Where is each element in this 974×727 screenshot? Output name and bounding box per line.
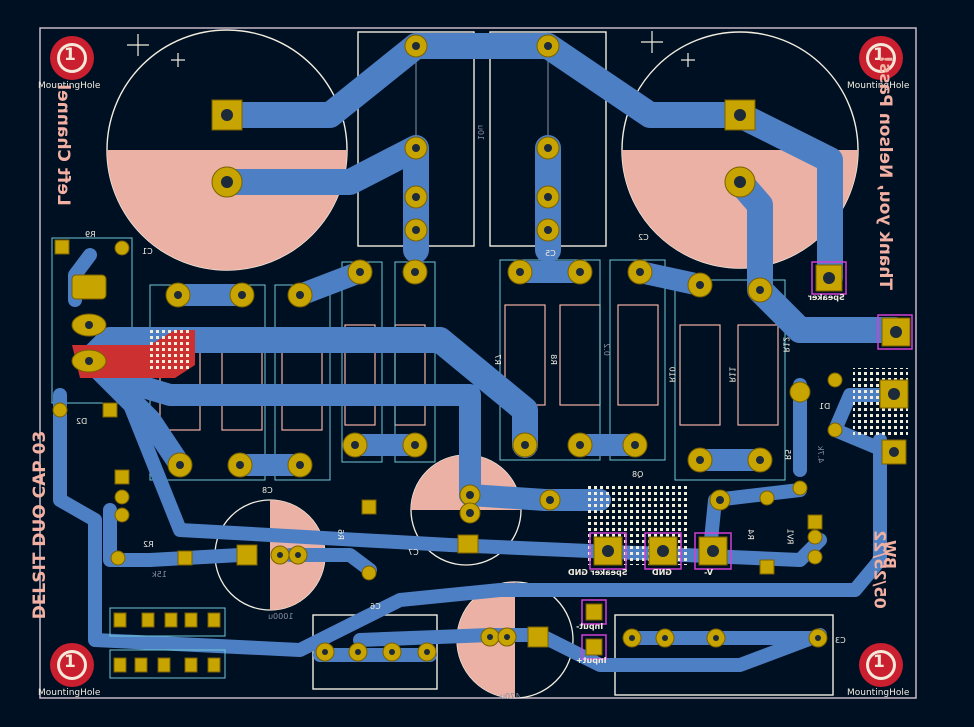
capacitor-c1-footprint[interactable] <box>614 614 834 696</box>
connector-bottom-outputs[interactable] <box>589 532 732 570</box>
mounting-hole-tr[interactable] <box>859 36 903 80</box>
capacitor-c1-large[interactable] <box>106 29 348 271</box>
mounting-hole-bl[interactable] <box>50 643 94 687</box>
crosshair-markers <box>127 31 695 67</box>
capacitor-c2-large[interactable] <box>621 31 859 269</box>
connector-speaker[interactable] <box>811 261 847 295</box>
thermal-grid <box>150 330 190 370</box>
pads[interactable] <box>52 34 843 662</box>
jumper-array[interactable] <box>109 607 226 679</box>
connector-right-power[interactable] <box>877 314 913 465</box>
mounting-hole-tl[interactable] <box>50 36 94 80</box>
mounting-hole-br[interactable] <box>859 643 903 687</box>
connector-input[interactable] <box>581 599 607 660</box>
